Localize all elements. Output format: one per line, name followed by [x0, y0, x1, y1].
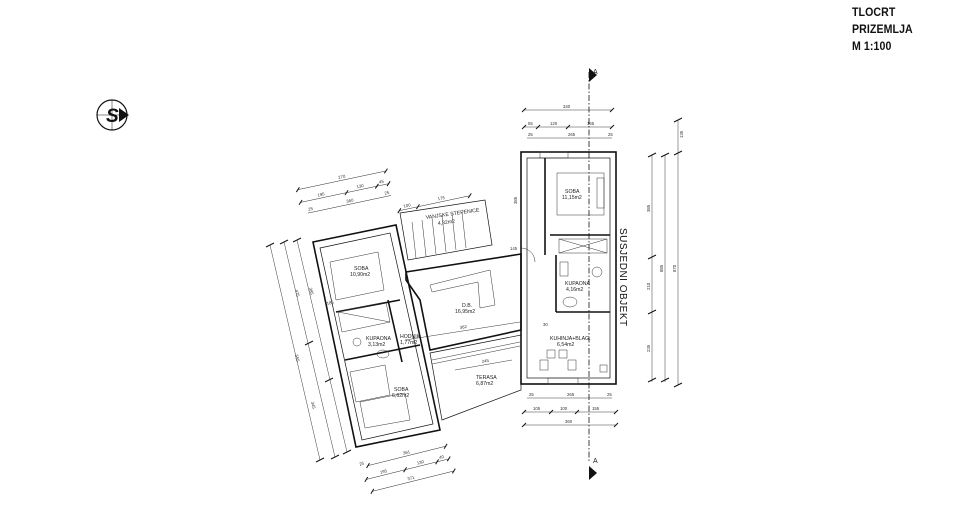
room-labels: SOBA 11,15m2 SOBA 10,90m2 VANJSKE STEPEN… [350, 189, 591, 399]
svg-text:385: 385 [308, 287, 315, 296]
dimension-chain-left: 555 475 385 345 [265, 237, 352, 463]
room-name: KUPAONA [565, 281, 591, 287]
room-name: KUPAONA [366, 336, 392, 342]
room-area: 10,90m2 [350, 272, 370, 278]
dimension-chain-bottom-left: 361 25 195 130 40 371 [359, 443, 456, 495]
svg-text:362: 362 [459, 324, 467, 330]
svg-text:360: 360 [346, 197, 355, 204]
room-area: 16,95m2 [455, 309, 475, 315]
room-name: HODNIK [400, 334, 421, 340]
svg-text:25: 25 [359, 460, 365, 466]
svg-text:40: 40 [439, 454, 445, 460]
svg-text:130: 130 [356, 183, 365, 190]
svg-text:100: 100 [560, 406, 568, 411]
dimension-chain-top-left: 270 195 130 45 360 25 25 [295, 168, 392, 214]
left-wing [312, 224, 441, 448]
svg-text:175: 175 [437, 195, 446, 202]
room-area: 1,77m2 [400, 340, 417, 346]
svg-text:870: 870 [672, 264, 677, 272]
svg-text:475: 475 [294, 289, 301, 298]
dimension-chain-top-right: 340 55 120 165 25 265 25 [521, 104, 615, 139]
svg-text:130: 130 [416, 459, 425, 466]
svg-text:265: 265 [568, 132, 576, 137]
plan-scale: M 1:100 [852, 41, 892, 53]
svg-text:245: 245 [481, 358, 489, 364]
svg-text:195: 195 [317, 191, 326, 198]
svg-text:25: 25 [384, 190, 390, 196]
svg-text:385: 385 [646, 204, 651, 212]
room-area: 3,13m2 [368, 342, 385, 348]
room-area: 6,87m2 [476, 381, 493, 387]
svg-text:270: 270 [338, 173, 347, 180]
plan-title: TLOCRT PRIZEMLJA [852, 7, 913, 36]
svg-text:345: 345 [310, 401, 317, 410]
room-name: TERASA [476, 375, 497, 381]
room-name: SOBA [394, 387, 409, 393]
svg-text:25: 25 [529, 392, 534, 397]
svg-text:361: 361 [402, 449, 411, 456]
svg-text:120: 120 [550, 121, 558, 126]
svg-text:25: 25 [528, 132, 533, 137]
dimension-chain-interior: 362 245 30 185 [326, 299, 548, 371]
svg-text:155: 155 [592, 406, 600, 411]
svg-text:30: 30 [543, 322, 548, 327]
svg-text:371: 371 [407, 475, 416, 482]
svg-text:340: 340 [563, 104, 571, 109]
svg-text:145: 145 [510, 246, 518, 251]
svg-text:265: 265 [567, 392, 575, 397]
dimension-chain-right: 135 385 210 235 885 870 [646, 117, 684, 388]
neighbor-building-label: SUSJEDNI OBJEKT [617, 228, 628, 327]
right-wing [520, 151, 617, 385]
svg-text:105: 105 [533, 406, 541, 411]
section-label-top: A [593, 69, 598, 76]
svg-text:210: 210 [646, 282, 651, 290]
north-arrow-icon: S [96, 99, 129, 131]
svg-text:25: 25 [607, 392, 612, 397]
terrace [429, 334, 522, 421]
room-area: 4,32m2 [437, 219, 455, 227]
dimension-chain-stairs: 100 175 [397, 193, 472, 214]
svg-text:235: 235 [646, 344, 651, 352]
svg-text:165: 165 [587, 121, 595, 126]
svg-text:25: 25 [308, 206, 314, 212]
svg-text:385: 385 [513, 196, 518, 204]
svg-text:100: 100 [403, 202, 412, 209]
svg-text:555: 555 [294, 354, 301, 363]
dimension-chain-bottom-right: 25 265 25 105 100 155 360 [521, 392, 619, 428]
living-block [399, 199, 522, 351]
svg-text:360: 360 [565, 419, 573, 424]
room-area: 6,62m2 [392, 393, 409, 399]
room-area: 11,15m2 [562, 195, 582, 201]
section-line-a: A A [588, 68, 598, 480]
north-arrow-letter: S [106, 106, 119, 127]
room-name: SOBA [354, 266, 369, 272]
room-area: 6,54m2 [557, 342, 574, 348]
title-block: TLOCRT PRIZEMLJA M 1:100 [852, 5, 960, 56]
svg-text:185: 185 [326, 299, 335, 306]
room-name: D.B. [462, 303, 472, 309]
svg-text:55: 55 [528, 121, 533, 126]
svg-text:885: 885 [659, 264, 664, 272]
svg-text:135: 135 [679, 130, 684, 138]
svg-text:45: 45 [379, 179, 385, 185]
section-label-bottom: A [593, 458, 598, 465]
svg-text:195: 195 [379, 468, 388, 475]
room-name: SOBA [565, 189, 580, 195]
room-name: KUHINJA+BLAG. [550, 336, 591, 342]
room-area: 4,16m2 [566, 287, 583, 293]
svg-text:25: 25 [608, 132, 613, 137]
